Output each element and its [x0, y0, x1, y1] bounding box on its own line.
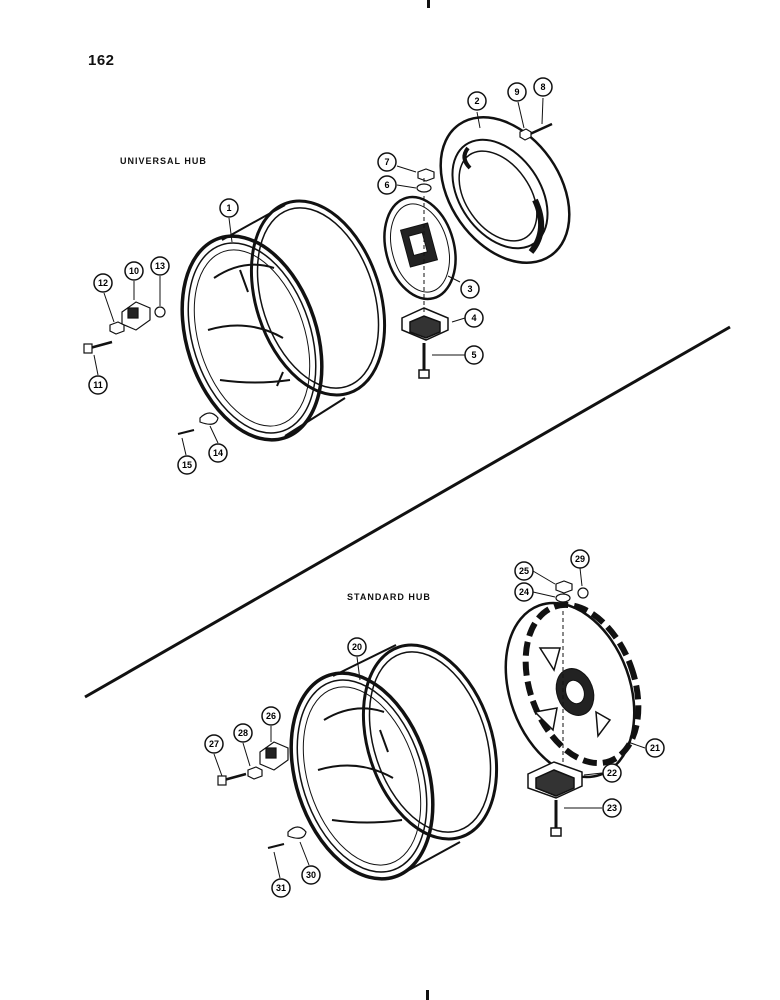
svg-text:31: 31 — [276, 883, 286, 893]
callout-27: 27 — [204, 734, 224, 754]
section-divider-line — [84, 325, 731, 699]
callout-23: 23 — [602, 798, 622, 818]
universal-wheel-rim — [180, 199, 387, 442]
universal-leader-lines — [93, 97, 544, 456]
svg-text:30: 30 — [306, 870, 316, 880]
svg-text:4: 4 — [471, 313, 476, 323]
svg-text:10: 10 — [129, 266, 139, 276]
callout-3: 3 — [460, 279, 480, 299]
callout-25: 25 — [514, 561, 534, 581]
svg-text:6: 6 — [384, 180, 389, 190]
callout-31: 31 — [271, 878, 291, 898]
standard-cast-wheel — [504, 601, 642, 779]
callout-30: 30 — [301, 865, 321, 885]
callout-9: 9 — [507, 82, 527, 102]
callout-29: 29 — [570, 549, 590, 569]
svg-text:15: 15 — [182, 460, 192, 470]
standard-clamp — [527, 761, 583, 799]
callout-10: 10 — [124, 261, 144, 281]
callout-28: 28 — [233, 723, 253, 743]
svg-text:11: 11 — [93, 380, 103, 390]
callout-7: 7 — [377, 152, 397, 172]
svg-text:1: 1 — [226, 203, 231, 213]
callout-15: 15 — [177, 455, 197, 475]
callout-21: 21 — [645, 738, 665, 758]
svg-text:29: 29 — [575, 554, 585, 564]
svg-text:7: 7 — [384, 157, 389, 167]
svg-text:13: 13 — [155, 261, 165, 271]
callout-2: 2 — [467, 91, 487, 111]
callout-20: 20 — [347, 637, 367, 657]
callout-26: 26 — [261, 706, 281, 726]
callout-4: 4 — [464, 308, 484, 328]
universal-wheel-disc — [439, 116, 571, 264]
standard-wheel-rim — [289, 643, 499, 881]
svg-text:23: 23 — [607, 803, 617, 813]
callout-12: 12 — [93, 273, 113, 293]
standard-small-hardware — [217, 580, 589, 849]
callout-11: 11 — [88, 375, 108, 395]
svg-text:12: 12 — [98, 278, 108, 288]
universal-hub-plate — [383, 195, 457, 301]
svg-text:27: 27 — [209, 739, 219, 749]
universal-hub-label: UNIVERSAL HUB — [120, 156, 207, 166]
universal-clamp — [401, 307, 449, 341]
callout-8: 8 — [533, 77, 553, 97]
standard-hub-label: STANDARD HUB — [347, 592, 431, 602]
callout-13: 13 — [150, 256, 170, 276]
callout-14: 14 — [208, 443, 228, 463]
callout-6: 6 — [377, 175, 397, 195]
svg-text:3: 3 — [467, 284, 472, 294]
page-number: 162 — [88, 52, 115, 69]
svg-text:24: 24 — [519, 587, 529, 597]
svg-text:21: 21 — [650, 743, 660, 753]
callout-22: 22 — [602, 763, 622, 783]
svg-text:8: 8 — [540, 82, 545, 92]
svg-text:2: 2 — [474, 96, 479, 106]
standard-hub-bolt — [550, 800, 562, 837]
svg-text:28: 28 — [238, 728, 248, 738]
svg-text:9: 9 — [514, 87, 519, 97]
svg-text:22: 22 — [607, 768, 617, 778]
svg-text:14: 14 — [213, 448, 223, 458]
top-registration-mark — [427, 0, 430, 8]
svg-text:26: 26 — [266, 711, 276, 721]
svg-text:5: 5 — [471, 350, 476, 360]
svg-text:25: 25 — [519, 566, 529, 576]
standard-leader-lines — [213, 567, 646, 879]
svg-text:20: 20 — [352, 642, 362, 652]
callout-5: 5 — [464, 345, 484, 365]
universal-small-hardware — [83, 122, 553, 435]
callout-24: 24 — [514, 582, 534, 602]
bottom-registration-mark — [426, 990, 429, 1000]
universal-hub-bolt — [418, 343, 430, 379]
callout-1: 1 — [219, 198, 239, 218]
